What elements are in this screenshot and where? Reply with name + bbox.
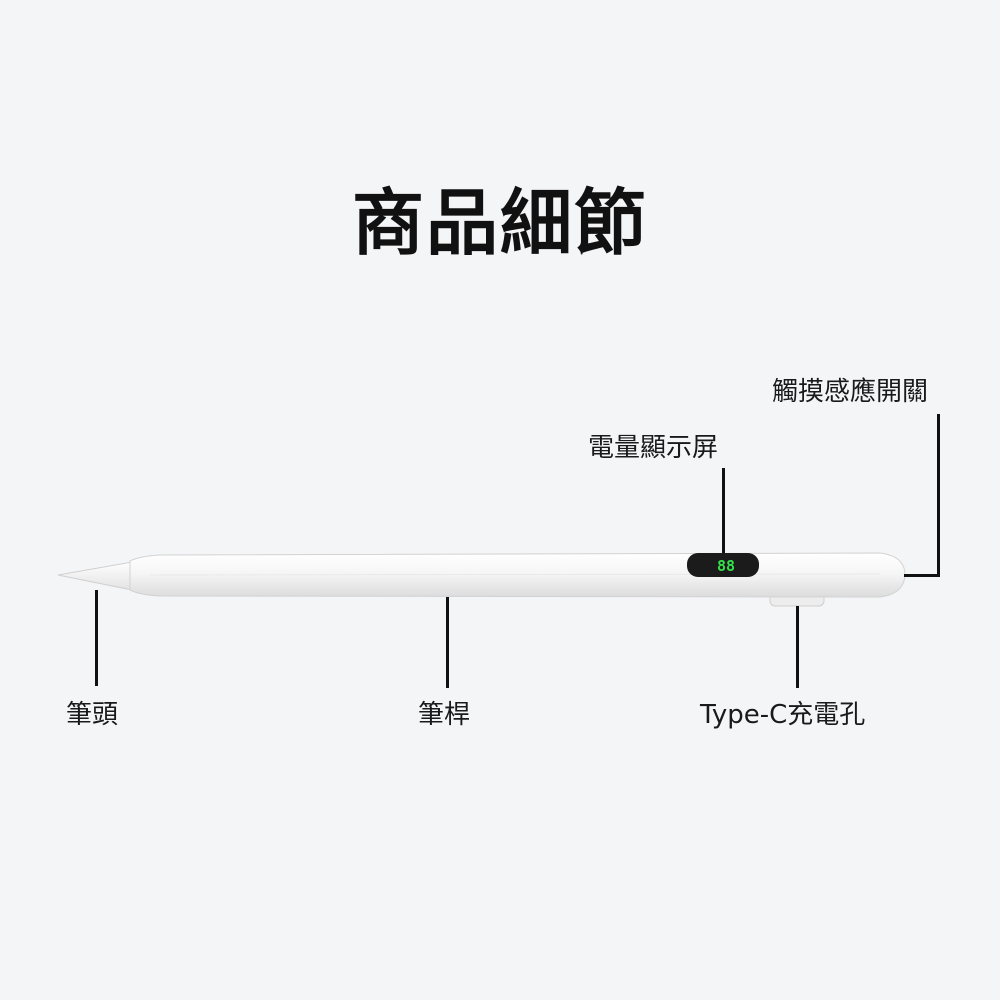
touch-switch-leader-horizontal	[904, 574, 940, 577]
pen-tip	[57, 561, 133, 591]
battery-display	[687, 553, 759, 577]
touch-switch-label: 觸摸感應開關	[772, 377, 929, 407]
touch-switch-leader-vertical	[937, 414, 940, 577]
pen-tip-label: 筆頭	[66, 700, 119, 730]
pen-body-label: 筆桿	[418, 700, 471, 730]
pen-tip-leader	[95, 590, 98, 686]
charging-port-leader	[796, 606, 799, 688]
battery-display-digits: 88	[717, 557, 735, 575]
battery-display-label: 電量顯示屏	[588, 433, 719, 463]
page-title: 商品細節	[351, 181, 648, 265]
pen-body-leader	[446, 597, 449, 688]
charging-port-label: Type-C充電孔	[700, 700, 866, 730]
battery-display-leader	[722, 468, 725, 553]
